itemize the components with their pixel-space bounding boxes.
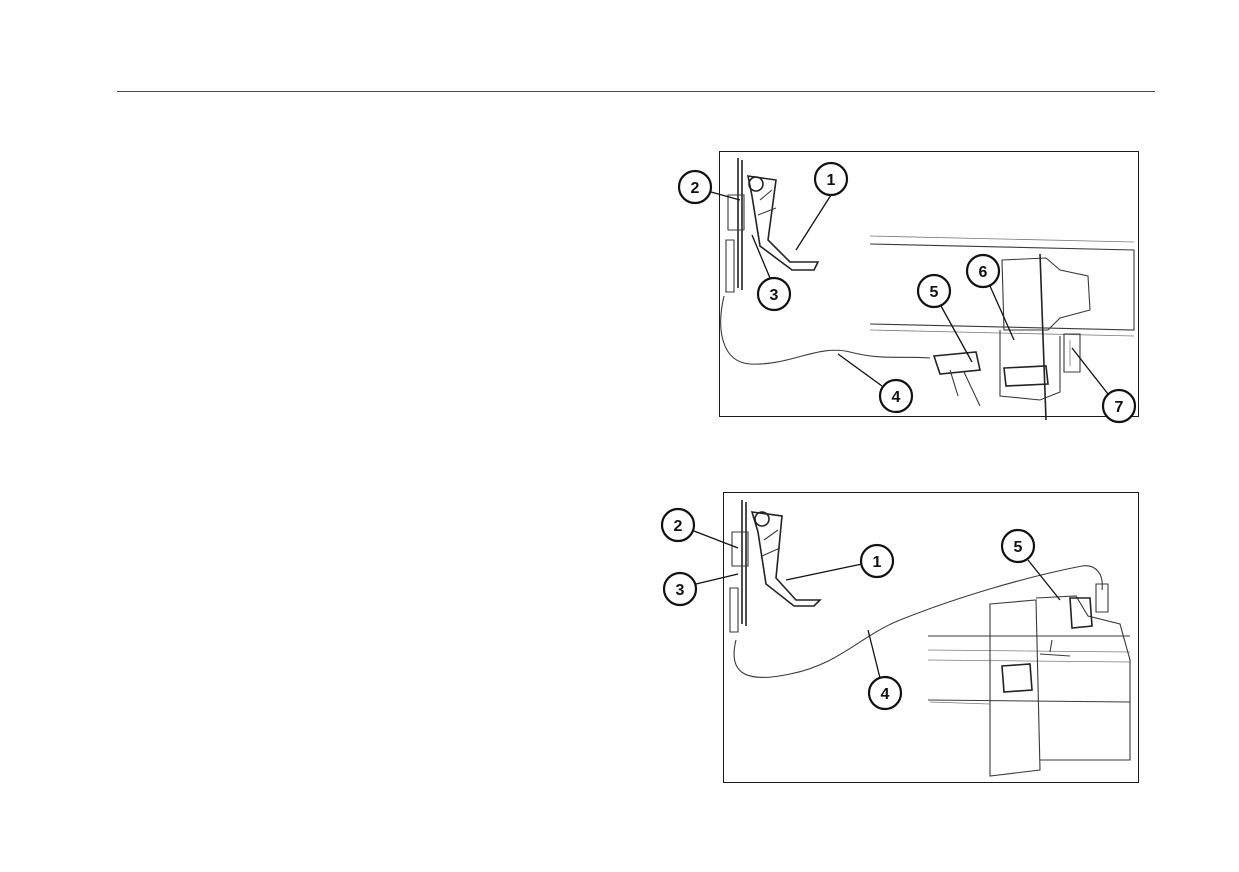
fig1-callout-5: 5: [916, 273, 952, 309]
fig2-callouts: 1 2 3 4 5: [660, 507, 1061, 711]
fig1-callout-7: 7: [1101, 388, 1137, 424]
svg-text:1: 1: [873, 554, 882, 571]
fig2-artwork: [729, 500, 1131, 777]
fig1-callout-1: 1: [813, 161, 849, 197]
svg-text:2: 2: [674, 518, 683, 535]
fig1-callouts: 1 2 3 4 5 6 7: [677, 161, 1137, 424]
fig1-callout-4: 4: [878, 378, 914, 414]
fig1-callout-3: 3: [756, 276, 792, 312]
fig2-callout-3: 3: [662, 571, 698, 607]
svg-text:4: 4: [881, 686, 890, 703]
fig2-callout-4: 4: [867, 675, 903, 711]
svg-text:7: 7: [1115, 399, 1124, 416]
svg-text:3: 3: [676, 582, 685, 599]
fig2-callout-1: 1: [859, 543, 895, 579]
svg-text:1: 1: [827, 172, 836, 189]
fig2-callout-2: 2: [660, 507, 696, 543]
fig1-callout-6: 6: [965, 253, 1001, 289]
fig1-callout-2: 2: [677, 169, 713, 205]
svg-text:5: 5: [1014, 539, 1023, 556]
svg-text:3: 3: [770, 287, 779, 304]
svg-text:5: 5: [930, 284, 939, 301]
svg-text:2: 2: [691, 180, 700, 197]
clutch-diagram-bottom-frame: [723, 492, 1139, 783]
svg-text:4: 4: [892, 389, 901, 406]
fig1-artwork: [720, 158, 1135, 421]
header-rule: [117, 91, 1155, 92]
fig2-callout-5: 5: [1000, 528, 1036, 564]
svg-text:6: 6: [979, 264, 988, 281]
